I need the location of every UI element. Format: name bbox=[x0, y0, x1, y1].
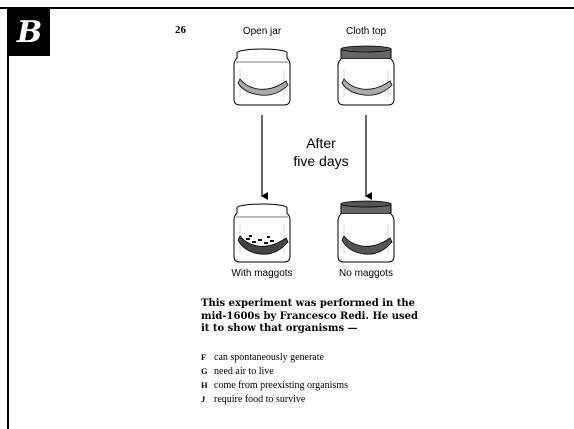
answer-options: F can spontaneously generate G need air … bbox=[201, 350, 348, 406]
section-badge: B bbox=[9, 9, 50, 56]
cloth-top-jar bbox=[337, 45, 395, 106]
answer-option-f[interactable]: F can spontaneously generate bbox=[201, 350, 348, 364]
answer-option-h[interactable]: H come from preexisting organisms bbox=[201, 378, 348, 392]
page-top-border bbox=[0, 7, 574, 9]
label-five-days: five days bbox=[293, 153, 349, 169]
answer-option-g[interactable]: G need air to live bbox=[201, 364, 348, 378]
label-after-five-days: After five days bbox=[285, 134, 357, 170]
question-stem: This experiment was performed in the mid… bbox=[201, 298, 418, 334]
page-left-border bbox=[7, 7, 9, 429]
open-jar bbox=[233, 48, 291, 106]
label-open-jar: Open jar bbox=[242, 26, 282, 37]
option-text: need air to live bbox=[214, 365, 274, 377]
label-no-maggots: No maggots bbox=[339, 268, 393, 279]
option-letter: J bbox=[201, 394, 206, 404]
option-letter: G bbox=[201, 366, 208, 376]
maggots bbox=[246, 235, 274, 244]
label-with-maggots: With maggots bbox=[231, 268, 293, 279]
option-text: require food to survive bbox=[214, 393, 306, 405]
meat-open-jar bbox=[237, 78, 289, 96]
label-cloth-top: Cloth top bbox=[345, 26, 387, 37]
label-after: After bbox=[306, 135, 336, 151]
option-text: come from preexisting organisms bbox=[214, 379, 348, 391]
option-letter: F bbox=[201, 352, 207, 362]
answer-option-j[interactable]: J require food to survive bbox=[201, 392, 348, 406]
option-letter: H bbox=[201, 380, 208, 390]
option-text: can spontaneously generate bbox=[214, 351, 324, 363]
open-jar-with-maggots bbox=[233, 203, 291, 263]
meat-cloth-jar bbox=[341, 78, 393, 96]
cloth-top-jar-no-maggots bbox=[337, 200, 395, 263]
question-number: 26 bbox=[175, 24, 186, 36]
